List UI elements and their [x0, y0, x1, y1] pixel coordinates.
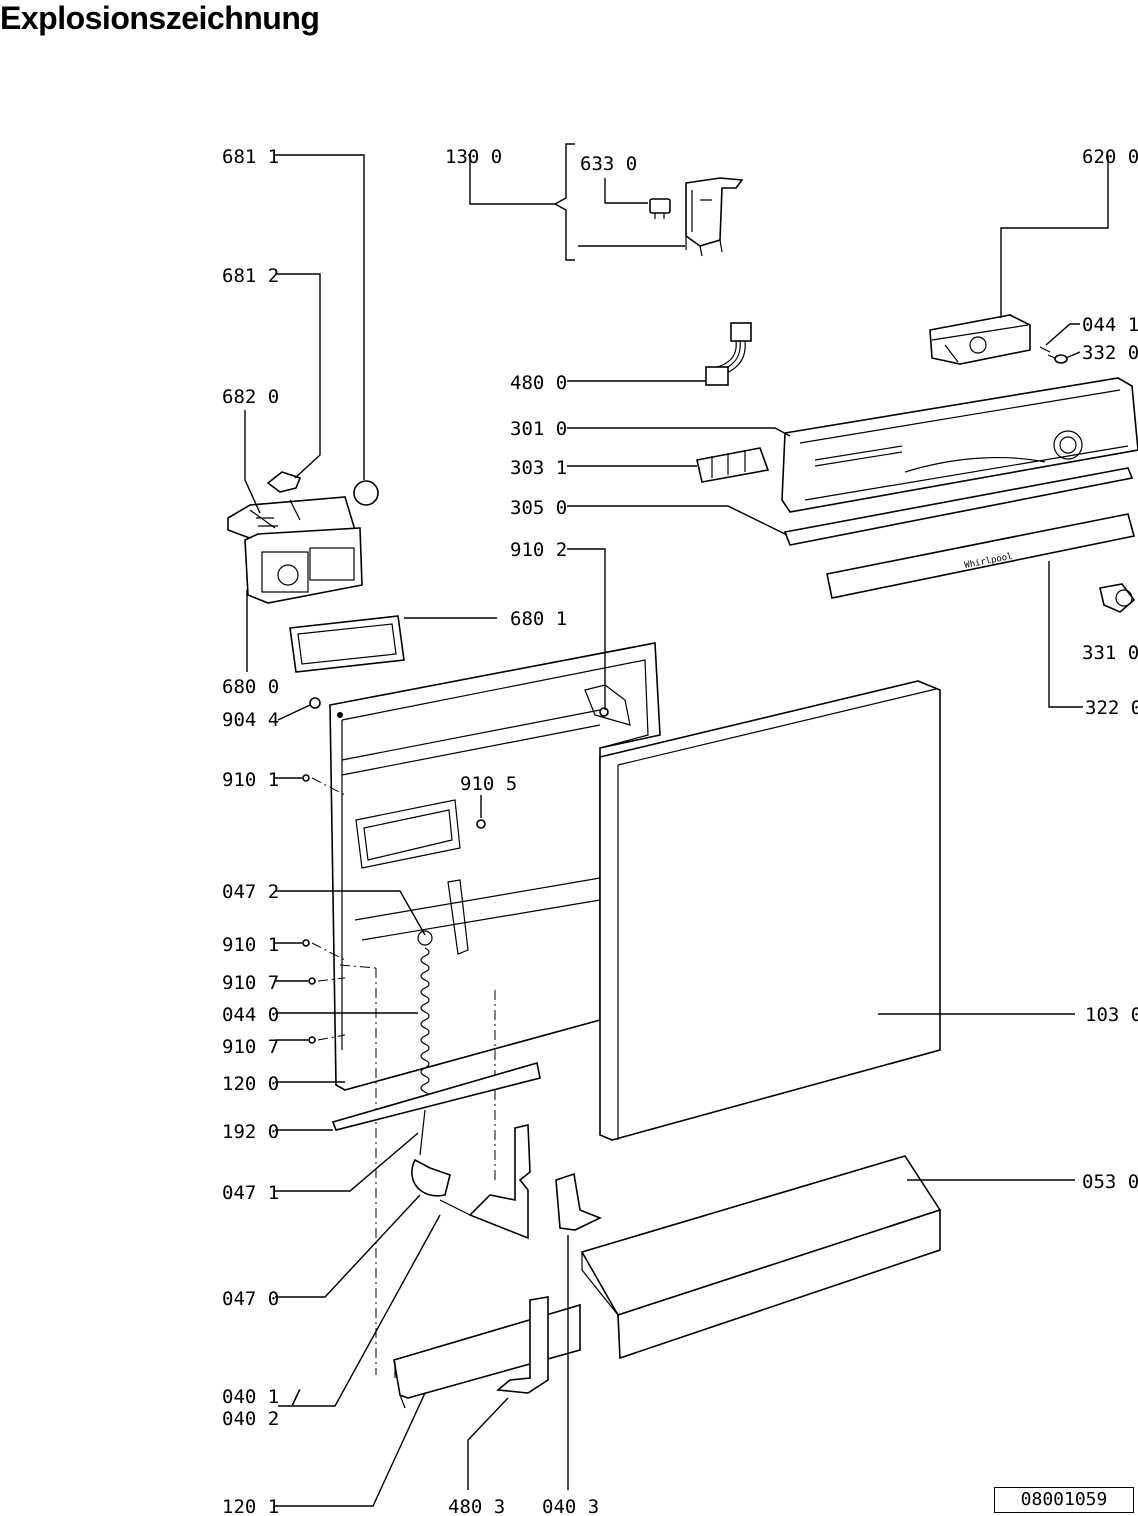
label-480-3: 480 3 — [448, 1496, 505, 1516]
label-047-0: 047 0 — [222, 1288, 279, 1310]
label-192-0: 192 0 — [222, 1121, 279, 1143]
part-680-1-gasket — [289, 615, 405, 673]
label-120-1: 120 1 — [222, 1496, 279, 1516]
document-number-box — [994, 1487, 1134, 1513]
label-044-0: 044 0 — [222, 1004, 279, 1026]
label-680-0: 680 0 — [222, 676, 279, 698]
label-040-3: 040 3 — [542, 1496, 599, 1516]
part-053-0-kickplate — [580, 1155, 942, 1360]
label-322-0: 322 0 — [1085, 697, 1138, 719]
leader-lines — [244, 143, 1109, 1507]
screw-910-2 — [599, 707, 609, 717]
screw-910-7a — [308, 977, 316, 985]
screw-910-1a — [302, 774, 310, 782]
part-305-0-strip — [783, 467, 1134, 546]
label-910-7-upper: 910 7 — [222, 972, 279, 994]
label-910-1-lower: 910 1 — [222, 934, 279, 956]
label-910-7-lower: 910 7 — [222, 1036, 279, 1058]
part-door-lock — [649, 177, 744, 257]
label-332-0: 332 0 — [1082, 342, 1138, 364]
label-910-2: 910 2 — [510, 539, 567, 561]
label-680-1: 680 1 — [510, 608, 567, 630]
label-303-1: 303 1 — [510, 457, 567, 479]
label-682-0: 682 0 — [222, 386, 279, 408]
part-047-1-hinge — [411, 1158, 471, 1216]
part-303-1 — [696, 447, 770, 483]
part-120-1-lower-strip — [393, 1303, 581, 1409]
label-910-5: 910 5 — [460, 773, 517, 795]
part-301-0-control-panel — [781, 377, 1138, 513]
screw-910-1b — [302, 939, 310, 947]
part-103-0-door — [599, 680, 941, 1141]
screw-910-5 — [476, 819, 486, 829]
part-044-0-spring — [417, 930, 433, 1156]
part-480-3-bracket — [496, 1296, 549, 1394]
label-120-0: 120 0 — [222, 1073, 279, 1095]
part-480-0-harness — [705, 322, 752, 386]
part-detergent-dispenser — [227, 496, 363, 604]
part-331-0-knob — [1099, 583, 1136, 613]
part-192-0-rail — [331, 1061, 541, 1131]
part-040-hinge-bracket — [468, 1124, 531, 1240]
label-047-1: 047 1 — [222, 1182, 279, 1204]
label-480-0: 480 0 — [510, 372, 567, 394]
label-331-0: 331 0 — [1082, 642, 1138, 664]
screw-904-4 — [309, 697, 321, 709]
page-title: Explosionszeichnung — [0, 0, 320, 36]
label-904-4: 904 4 — [222, 709, 279, 731]
label-301-0: 301 0 — [510, 418, 567, 440]
part-620-0-control-module — [929, 314, 1068, 365]
label-681-1: 681 1 — [222, 146, 279, 168]
label-681-2: 681 2 — [222, 265, 279, 287]
part-681-1 — [353, 480, 379, 506]
part-681-2 — [266, 471, 302, 493]
label-620-0: 620 0 — [1082, 146, 1138, 168]
label-053-0: 053 0 — [1082, 1171, 1138, 1193]
part-040-3-bracket — [555, 1172, 602, 1231]
label-130-0: 130 0 — [445, 146, 502, 168]
label-305-0: 305 0 — [510, 497, 567, 519]
label-040-1: 040 1 / — [222, 1386, 302, 1408]
screw-910-7b — [308, 1036, 316, 1044]
label-047-2: 047 2 — [222, 881, 279, 903]
label-910-1-upper: 910 1 — [222, 769, 279, 791]
document-number: 08001059 — [1020, 1489, 1108, 1510]
label-103-0: 103 0 — [1085, 1004, 1138, 1026]
label-633-0: 633 0 — [580, 153, 637, 175]
label-040-2: 040 2 — [222, 1408, 279, 1430]
label-044-1: 044 1 — [1082, 314, 1138, 336]
